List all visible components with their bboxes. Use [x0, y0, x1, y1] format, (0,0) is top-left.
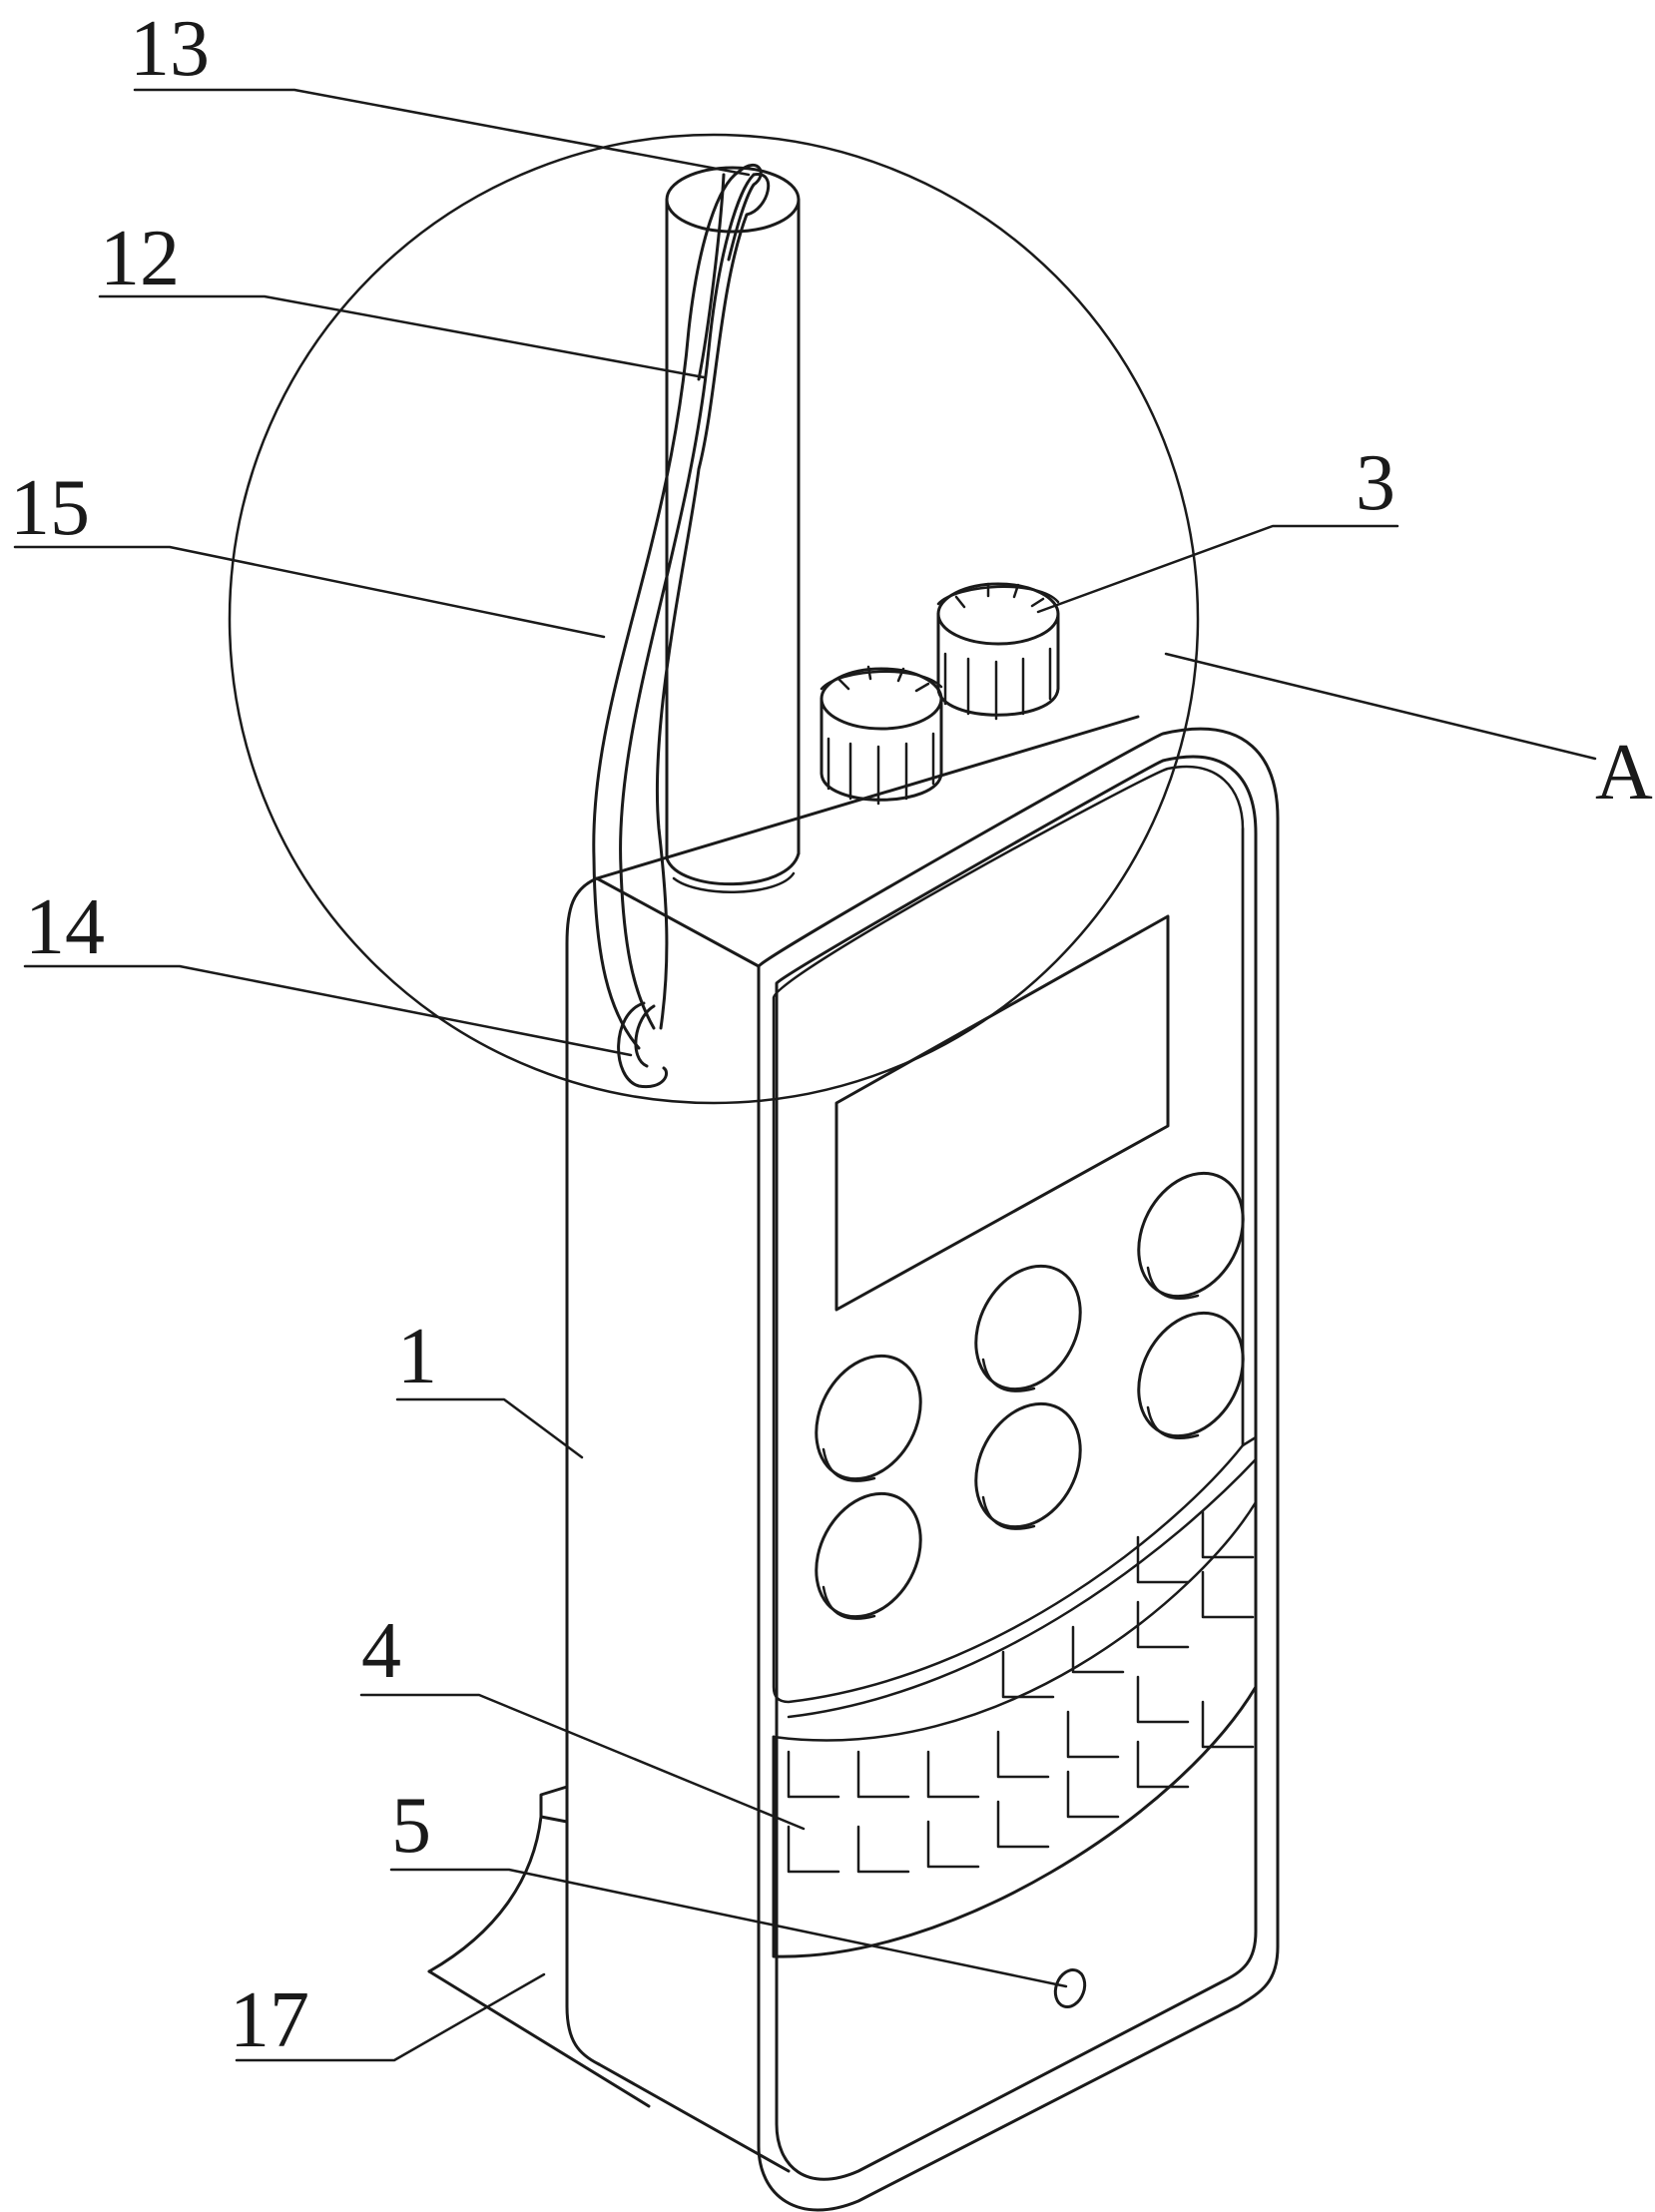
- label-1: 1: [397, 1313, 437, 1400]
- belt-clip: [427, 1785, 651, 2108]
- knob-left[interactable]: [820, 665, 943, 806]
- grille-mark: [996, 1800, 1050, 1849]
- keypad-button[interactable]: [955, 1248, 1101, 1407]
- detail-circle-a: [228, 133, 1200, 1105]
- device-body: [565, 715, 1280, 2212]
- label-5: 5: [391, 1782, 431, 1870]
- label-15: 15: [10, 464, 90, 552]
- grille-mark: [996, 1730, 1050, 1779]
- keypad-button[interactable]: [1118, 1295, 1264, 1454]
- knob-right[interactable]: [936, 582, 1060, 721]
- grille-mark: [926, 1750, 980, 1799]
- grille-mark: [1136, 1740, 1190, 1789]
- speaker-grille: [772, 1500, 1258, 1958]
- keypad-panel: [772, 765, 1258, 1719]
- grille-mark: [1201, 1700, 1255, 1749]
- grille-mark: [856, 1825, 910, 1874]
- label-3: 3: [1356, 439, 1395, 527]
- hole: [1053, 1968, 1087, 2008]
- grille-mark: [926, 1820, 980, 1869]
- display-screen: [834, 914, 1170, 1312]
- grille-mark: [1001, 1650, 1055, 1699]
- grille-mark: [1066, 1710, 1120, 1759]
- callout-labels: 13 12 15 14 3 A 1 4 5 17: [10, 5, 1653, 2064]
- leader-lines: [13, 88, 1597, 2062]
- grille-mark: [1136, 1600, 1190, 1649]
- grille-mark: [1201, 1510, 1255, 1559]
- antenna: [665, 166, 801, 893]
- keypad-button[interactable]: [796, 1338, 941, 1497]
- grille-mark: [1066, 1770, 1120, 1819]
- button-group: [796, 1155, 1264, 1635]
- label-17: 17: [230, 1976, 309, 2064]
- lanyard-strap: [592, 164, 771, 1050]
- keypad-button[interactable]: [1118, 1155, 1264, 1315]
- grille-mark: [787, 1750, 840, 1799]
- grille-mark: [1136, 1535, 1190, 1584]
- grille-mark: [856, 1750, 910, 1799]
- keypad-button[interactable]: [796, 1475, 941, 1635]
- label-a: A: [1595, 729, 1653, 817]
- grille-mark: [1201, 1570, 1255, 1619]
- grille-mark: [1136, 1675, 1190, 1724]
- grille-mark: [787, 1825, 840, 1874]
- label-12: 12: [100, 215, 180, 302]
- label-4: 4: [361, 1607, 401, 1695]
- keypad-button[interactable]: [955, 1385, 1101, 1545]
- hook: [617, 1001, 669, 1089]
- label-14: 14: [25, 883, 105, 971]
- grille-mark: [1071, 1625, 1125, 1674]
- label-13: 13: [130, 5, 210, 93]
